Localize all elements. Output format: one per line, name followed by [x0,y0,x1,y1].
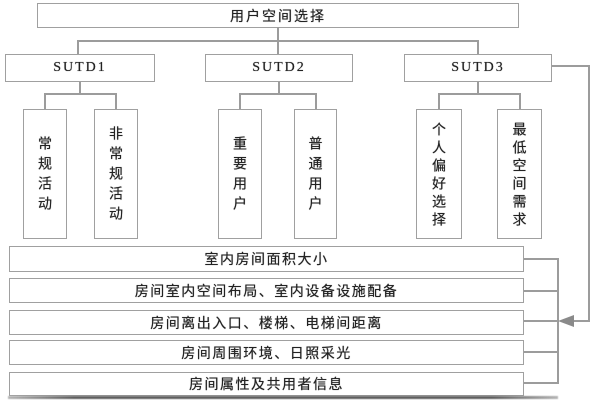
node-user-space-selection: 用户空间选择 [37,3,519,28]
connector-drop-sutd3 [477,40,479,54]
connector-sutd3-child1 [438,93,440,109]
node-label: 个人偏好选择 [431,122,447,230]
node-irregular-activities: 非常规活动 [94,109,138,239]
node-sutd3: SUTD3 [404,54,552,82]
connector-sutd1-drop [79,82,81,95]
connector-sutd3-right-link [552,65,590,67]
connector-title-drop [277,27,279,41]
scan-artifact [8,396,558,399]
connector-sutd1-child2 [115,93,117,109]
connector-sutd3-child2 [519,93,521,109]
node-label: 常规活动 [37,136,53,216]
criteria-row-layout-facilities: 房间室内空间布局、室内设备设施配备 [9,278,524,303]
connector-sutd2-child1 [239,93,241,109]
node-sutd1: SUTD1 [5,54,155,82]
criteria-row-room-area: 室内房间面积大小 [9,246,524,272]
connector-sutd1-child1 [44,93,46,109]
criteria-row-environment-daylight: 房间周围环境、日照采光 [9,340,524,365]
node-label: 用户空间选择 [230,7,326,24]
connector-stub-row5 [524,382,559,384]
connector-sutd1-split [44,93,117,95]
node-ordinary-users: 普通用户 [294,109,337,239]
criteria-row-distance: 房间离出入口、楼梯、电梯间距离 [9,310,524,335]
connector-stub-row4 [524,351,559,353]
connector-sutd3-split [438,93,521,95]
row-label: 房间属性及共用者信息 [189,376,344,392]
node-minimum-space-requirement: 最低空间需求 [497,109,542,239]
left-arrowhead-icon [558,315,574,327]
connector-stub-row2 [524,290,559,292]
node-label: 最低空间需求 [511,122,528,230]
connector-sutd3-drop [477,82,479,95]
connector-sutd2-split [239,93,317,95]
criteria-row-attributes-cousers: 房间属性及共用者信息 [9,372,524,396]
node-label: 普通用户 [307,136,324,216]
node-label: SUTD2 [252,60,306,75]
connector-drop-sutd2 [277,40,279,54]
node-personal-preference: 个人偏好选择 [416,109,462,239]
connector-sutd2-drop [278,82,280,95]
node-sutd2: SUTD2 [205,54,353,82]
connector-drop-sutd1 [77,40,79,54]
connector-arrow-feed [573,320,590,322]
row-label: 室内房间面积大小 [204,251,329,267]
connector-sutd2-child2 [315,93,317,109]
node-important-users: 重要用户 [218,109,262,239]
connector-stub-row3 [524,320,559,322]
node-label: SUTD1 [53,60,107,75]
node-regular-activities: 常规活动 [23,109,67,239]
row-label: 房间离出入口、楼梯、电梯间距离 [150,314,383,331]
node-label: 重要用户 [232,136,248,216]
row-label: 房间室内空间布局、室内设备设施配备 [134,282,399,299]
connector-right-vertical [588,65,590,322]
node-label: 非常规活动 [108,126,124,226]
row-label: 房间周围环境、日照采光 [181,344,352,361]
node-label: SUTD3 [451,60,505,75]
connector-stub-row1 [524,258,559,260]
